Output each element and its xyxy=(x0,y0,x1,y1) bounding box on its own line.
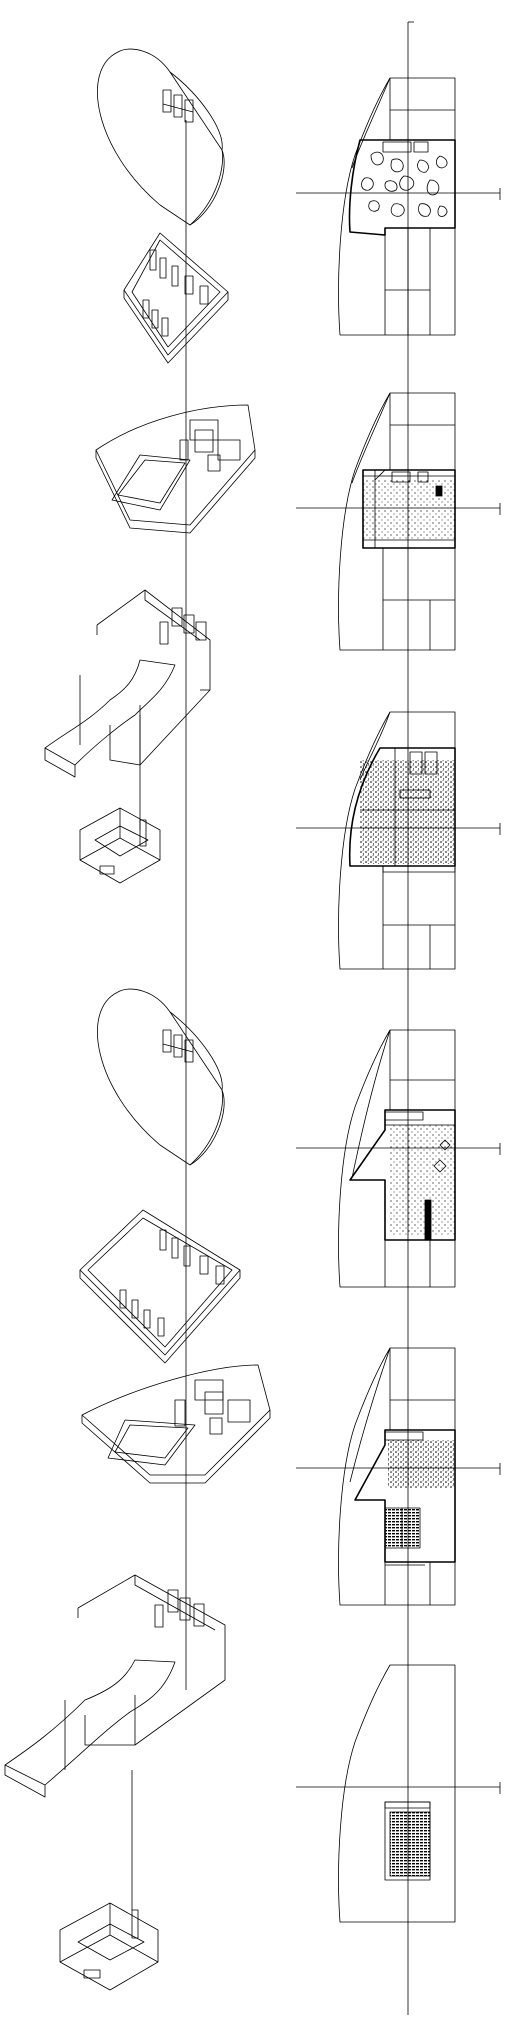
axonometric-ground-floor-2 xyxy=(4,1574,226,1798)
floor-plan-6 xyxy=(296,1664,501,1923)
axonometric-ground-floor-1 xyxy=(44,589,211,778)
floor-plan-4 xyxy=(296,1029,501,1288)
floor-plan-1 xyxy=(296,77,501,336)
axonometric-upper-floor-2 xyxy=(79,1209,241,1364)
axonometric-middle-floor-1 xyxy=(95,404,256,534)
axonometric-basement-1 xyxy=(79,807,161,884)
floor-plan-2 xyxy=(296,392,501,651)
floor-plan-3 xyxy=(296,711,501,970)
axonometric-basement-2 xyxy=(59,1902,159,1991)
floor-plan-5 xyxy=(296,1347,501,1606)
axonometric-upper-floor-1 xyxy=(123,232,229,364)
axonometric-roof-vault-2 xyxy=(97,988,225,1166)
axonometric-middle-floor-2 xyxy=(81,1364,271,1484)
axonometric-roof-vault-1 xyxy=(97,48,225,226)
